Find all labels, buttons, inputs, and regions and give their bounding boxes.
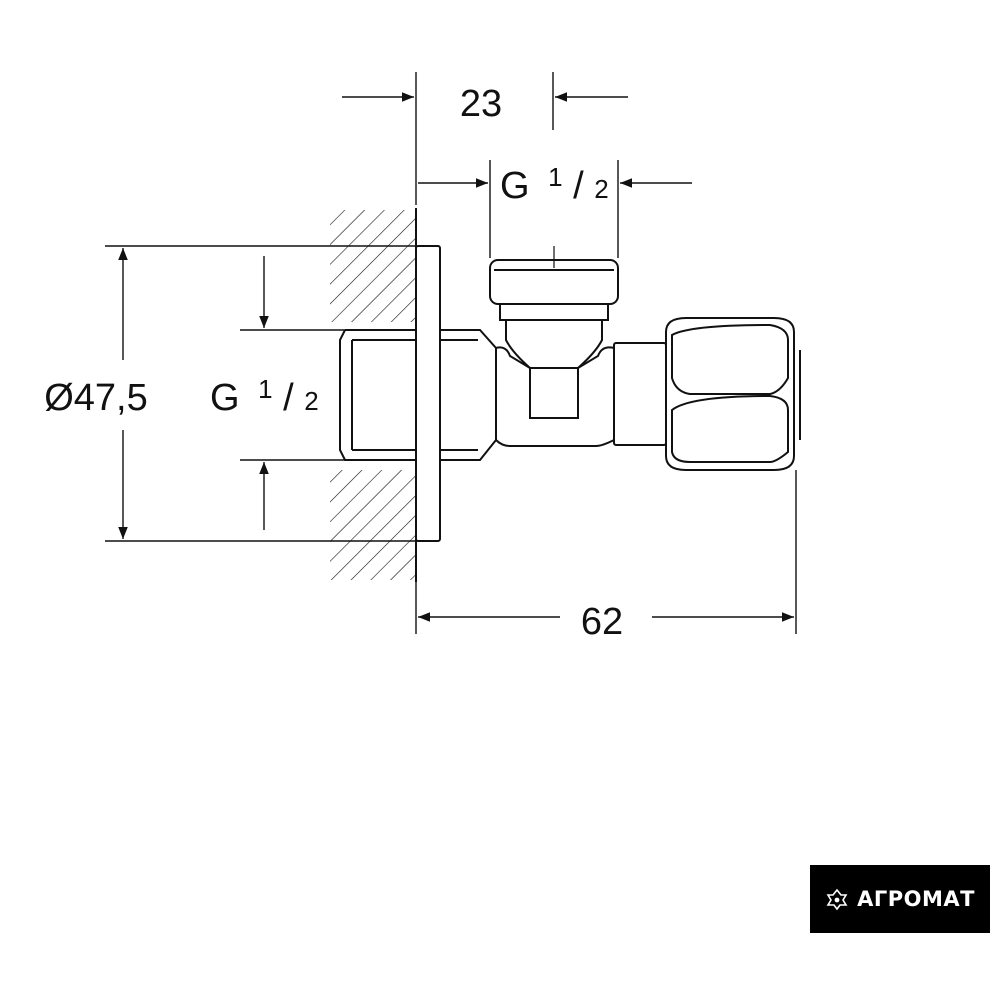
dimension-lines — [105, 72, 797, 634]
dimension-overall-length: 62 — [581, 601, 623, 643]
brand-logo: АГРОМАТ — [810, 865, 990, 933]
inlet-thread-main: G — [210, 377, 240, 419]
inlet-thread-slash: / — [283, 377, 294, 419]
wall-hatching — [330, 208, 417, 582]
logo-text: АГРОМАТ — [857, 887, 975, 911]
outlet-thread-main: G — [500, 165, 530, 207]
dimension-inlet-thread: G 1 / 2 — [210, 365, 319, 419]
inlet-thread-num: 1 — [258, 374, 272, 404]
flange-plate — [415, 245, 441, 542]
outlet-thread-slash: / — [573, 165, 584, 207]
outlet-thread-den: 2 — [594, 174, 608, 204]
inlet-nipple — [339, 329, 416, 461]
dimension-flange-diameter: Ø47,5 — [44, 377, 148, 419]
diamond-knot-icon — [826, 888, 848, 911]
top-outlet-nut — [489, 246, 619, 321]
compression-nut — [665, 317, 801, 471]
outlet-thread-num: 1 — [548, 162, 562, 192]
valve-body — [440, 320, 667, 461]
inlet-thread-den: 2 — [304, 386, 318, 416]
dimension-outlet-thread: G 1 / 2 — [500, 153, 609, 207]
dimension-top-width: 23 — [460, 83, 502, 125]
